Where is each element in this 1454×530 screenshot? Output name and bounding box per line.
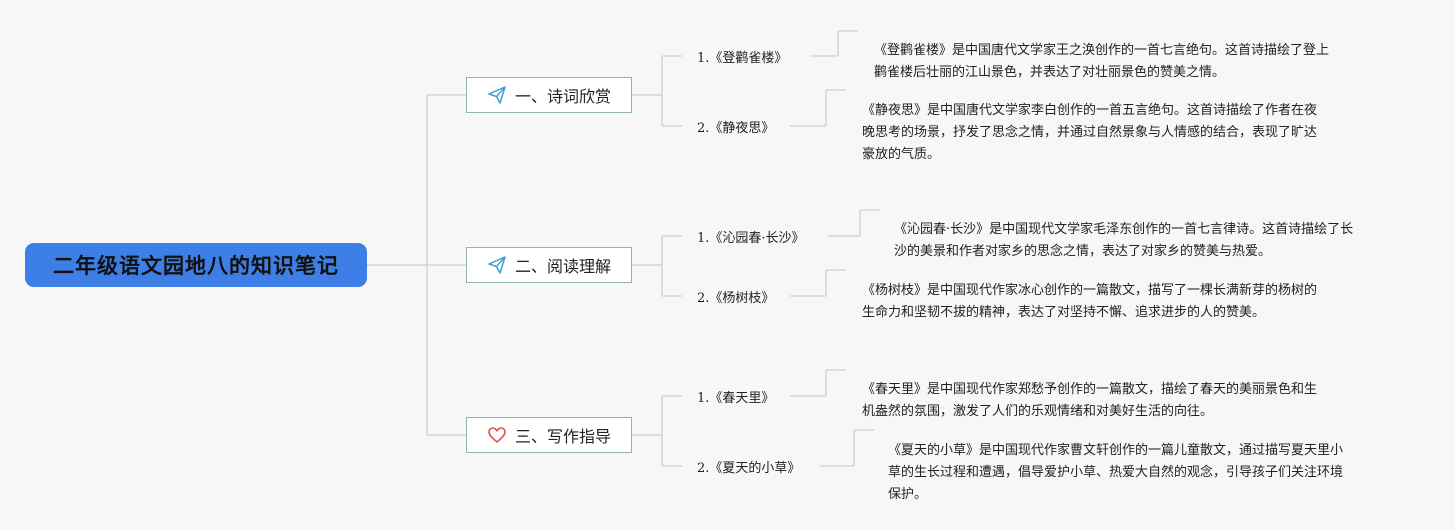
connector-b1 [632,55,682,127]
connector-b2-i1 [828,209,880,237]
branch-label: 二、阅读理解 [514,257,611,276]
paper-plane-icon [487,85,507,105]
item-title[interactable]: 1.《沁园春·长沙》 [697,231,805,246]
branch-label: 三、写作指导 [514,427,611,446]
root-title: 二年级语文园地八的知识笔记 [53,254,339,278]
item-title[interactable]: 2.《杨树枝》 [697,291,775,306]
branch-label: 一、诗词欣赏 [514,87,611,106]
connector-b1-i1 [810,30,858,57]
connector-b2-i2 [790,269,846,297]
paper-plane-icon [487,255,507,275]
root-topic[interactable]: 二年级语文园地八的知识笔记 [25,243,367,287]
branch-writing[interactable]: 三、写作指导 [466,417,632,453]
item-title[interactable]: 1.《登鹳雀楼》 [697,51,788,66]
item-description: 《春天里》是中国现代作家郑愁予创作的一篇散文，描绘了春天的美丽景色和生 机盎然的… [862,382,1318,419]
item-description: 《夏天的小草》是中国现代作家曹文轩创作的一篇儿童散文，通过描写夏天里小 草的生长… [888,443,1344,502]
item-title[interactable]: 1.《春天里》 [697,391,775,406]
item-description: 《静夜思》是中国唐代文学家李白创作的一首五言绝句。这首诗描绘了作者在夜 晚思考的… [862,103,1318,162]
connector-b3-i1 [790,369,846,397]
connector-b3 [632,395,682,467]
branch-poetry[interactable]: 一、诗词欣赏 [466,77,632,113]
heart-icon [487,425,507,445]
connector-b2 [632,235,682,297]
item-description: 《登鹳雀楼》是中国唐代文学家王之涣创作的一首七言绝句。这首诗描绘了登上 鹳雀楼后… [874,43,1330,80]
item-description: 《沁园春·长沙》是中国现代文学家毛泽东创作的一首七言律诗。这首诗描绘了长 沙的美… [894,222,1354,259]
connector-b1-i2 [790,89,846,127]
item-title[interactable]: 2.《静夜思》 [697,121,775,136]
branch-reading[interactable]: 二、阅读理解 [466,247,632,283]
item-description: 《杨树枝》是中国现代作家冰心创作的一篇散文，描写了一棵长满新芽的杨树的 生命力和… [862,283,1318,320]
item-title[interactable]: 2.《夏天的小草》 [697,461,801,476]
connector-b3-i2 [820,429,874,467]
